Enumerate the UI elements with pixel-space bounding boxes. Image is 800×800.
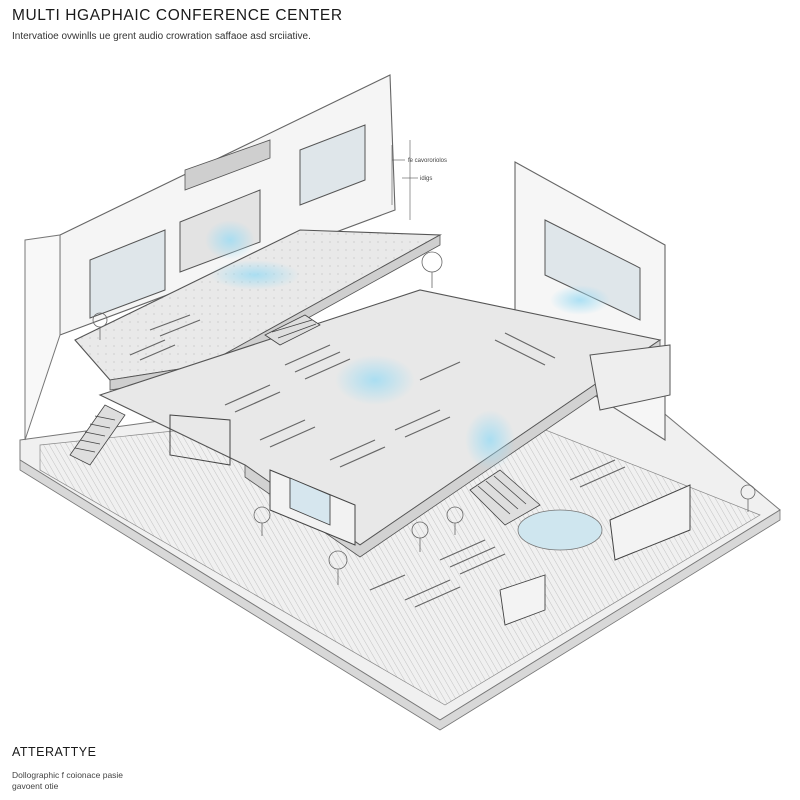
seating-rows bbox=[129, 314, 626, 608]
glass-room bbox=[499, 574, 546, 626]
wall-screen bbox=[299, 124, 366, 206]
outer-wall-left bbox=[24, 234, 61, 441]
callout-label-bottom: idigs bbox=[420, 176, 432, 182]
footer-caption: Dollographic f coionace pasie gavoent ot… bbox=[12, 770, 124, 791]
footer: ATTERATTYE Dollographic f coionace pasie… bbox=[12, 744, 132, 792]
wall-panel bbox=[184, 139, 271, 191]
trees bbox=[92, 251, 756, 585]
stair-left bbox=[69, 404, 126, 466]
header: MULTI HGAPHAIC CONFERENCE CENTER Interva… bbox=[12, 6, 492, 44]
glass-room bbox=[169, 414, 231, 466]
page-title: MULTI HGAPHAIC CONFERENCE CENTER bbox=[12, 7, 343, 24]
page-subtitle: Intervatioe ovwinlls ue grent audio crow… bbox=[12, 31, 311, 42]
stair-center bbox=[469, 469, 541, 526]
base-slab-edge bbox=[19, 459, 781, 731]
stair-mezzanine bbox=[264, 314, 321, 346]
water-feature bbox=[517, 509, 603, 551]
callout-lines bbox=[391, 140, 418, 220]
glass-room bbox=[609, 484, 691, 561]
wall-screen bbox=[89, 229, 166, 319]
callout-label-top: fe cavororiolos bbox=[408, 158, 447, 164]
right-balcony bbox=[589, 344, 671, 411]
footer-title: ATTERATTYE bbox=[12, 745, 97, 759]
wall-screen bbox=[544, 219, 641, 321]
projection-glow bbox=[205, 220, 610, 470]
glass-room-screen bbox=[289, 477, 331, 526]
